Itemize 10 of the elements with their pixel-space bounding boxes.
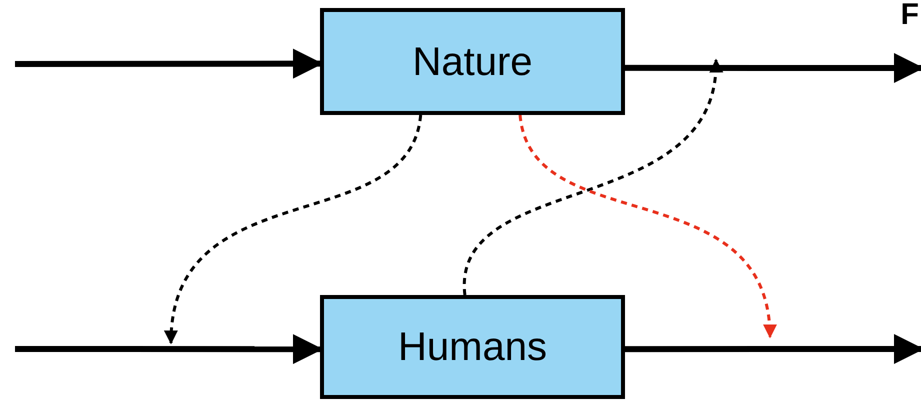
dashed-arrow (463, 58, 722, 296)
arrow (625, 53, 921, 83)
dashed-arrow (518, 114, 776, 338)
box-label: Humans (398, 327, 547, 367)
box-label: Nature (412, 42, 533, 82)
label-text: F (900, 0, 919, 30)
dashed-arrow (166, 114, 422, 344)
arrow (625, 334, 921, 364)
process-box (320, 295, 625, 399)
process-box (320, 8, 625, 115)
